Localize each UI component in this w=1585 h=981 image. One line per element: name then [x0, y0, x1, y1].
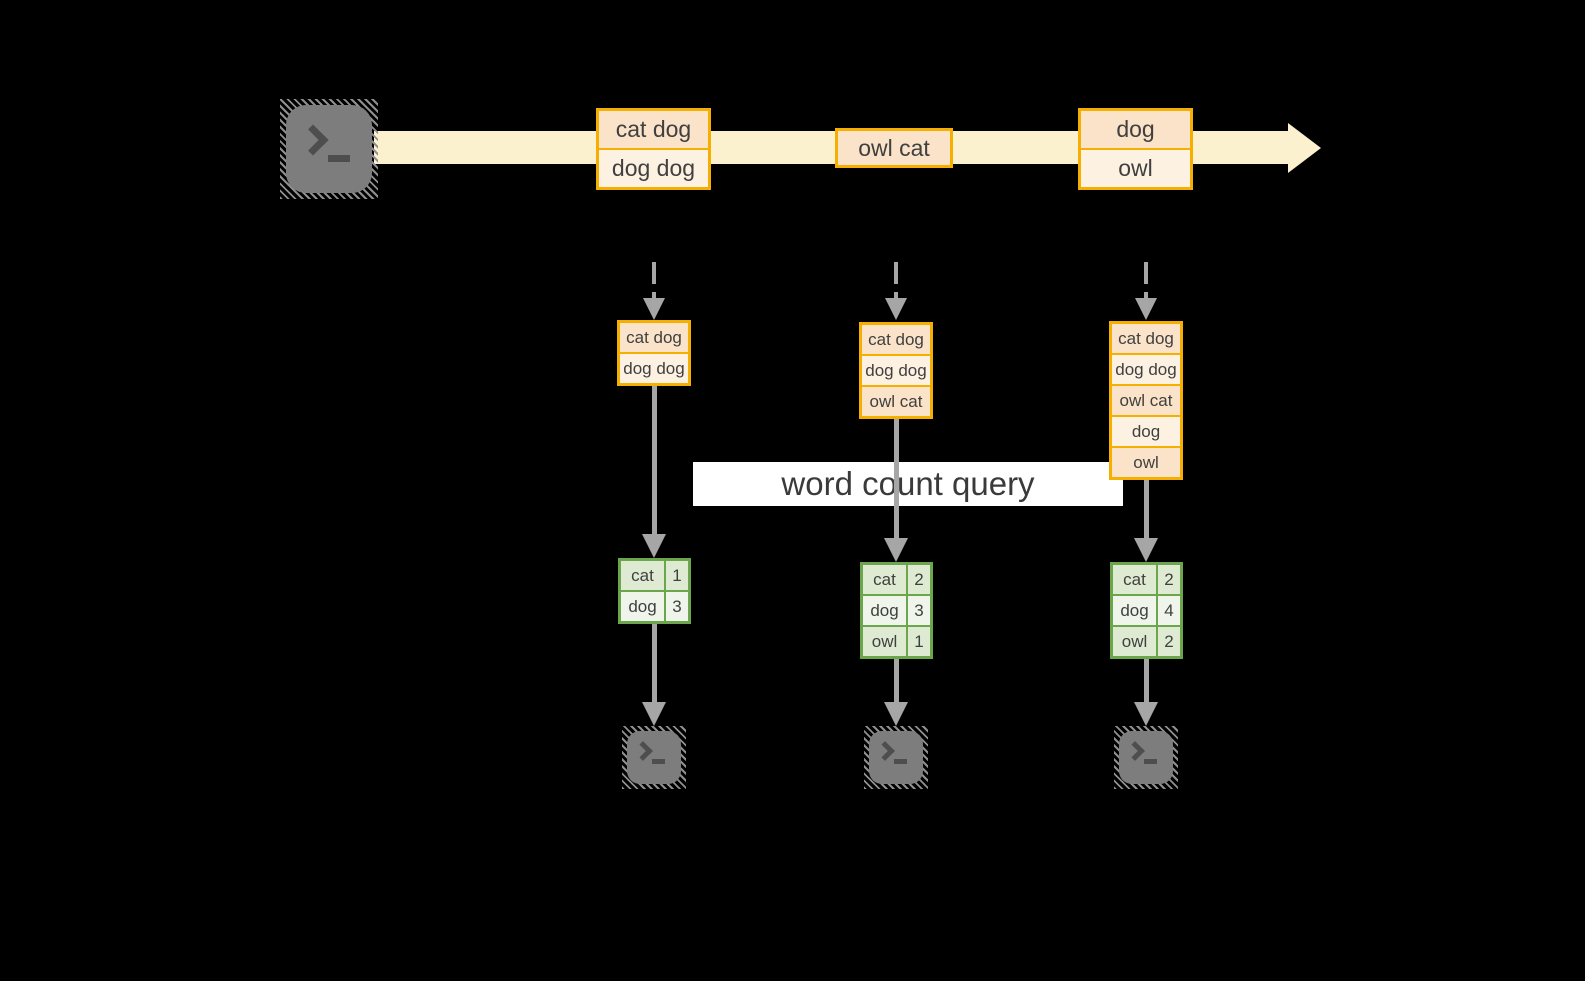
state-row: owl [1112, 446, 1180, 477]
dashed-arrow-line [1144, 262, 1148, 298]
connector-line [894, 659, 899, 702]
prompt-chevron-icon [875, 741, 895, 761]
terminal-body [286, 105, 372, 193]
count-cell: 2 [906, 565, 930, 594]
prompt-chevron-icon [297, 124, 329, 156]
state-box-1: cat dog dog dog [617, 320, 691, 386]
count-cell: 1 [906, 627, 930, 656]
result-row: dog 4 [1113, 594, 1180, 625]
message-row: cat dog [599, 111, 708, 148]
message-box-3: dog owl [1078, 108, 1193, 190]
arrowhead-icon [642, 534, 666, 558]
state-row: dog dog [620, 352, 688, 383]
count-cell: 2 [1156, 565, 1180, 594]
query-banner-label: word count query [781, 465, 1035, 502]
query-banner: word count query [693, 462, 1123, 506]
message-row: dog dog [599, 148, 708, 187]
connector-line [652, 624, 657, 702]
word-cell: owl [1113, 627, 1156, 656]
count-cell: 2 [1156, 627, 1180, 656]
count-cell: 3 [906, 596, 930, 625]
state-row: dog dog [1112, 353, 1180, 384]
terminal-body [1119, 731, 1173, 784]
word-cell: dog [621, 592, 664, 621]
word-cell: cat [621, 561, 664, 590]
message-box-2: owl cat [835, 128, 953, 168]
word-cell: cat [1113, 565, 1156, 594]
arrowhead-icon [1134, 538, 1158, 562]
terminal-body [869, 731, 923, 784]
state-box-2: cat dog dog dog owl cat [859, 322, 933, 419]
word-cell: owl [863, 627, 906, 656]
result-row: owl 2 [1113, 625, 1180, 656]
state-row: owl cat [862, 385, 930, 416]
terminal-icon [622, 726, 686, 789]
state-row: cat dog [620, 323, 688, 352]
result-table-3: cat 2 dog 4 owl 2 [1110, 562, 1183, 659]
terminal-icon [864, 726, 928, 789]
arrowhead-icon [884, 702, 908, 726]
prompt-chevron-icon [633, 741, 653, 761]
result-row: cat 2 [863, 565, 930, 594]
result-table-1: cat 1 dog 3 [618, 558, 691, 624]
result-table-2: cat 2 dog 3 owl 1 [860, 562, 933, 659]
message-row: owl cat [838, 131, 950, 165]
state-box-3: cat dog dog dog owl cat dog owl [1109, 321, 1183, 480]
count-cell: 1 [664, 561, 688, 590]
dashed-arrow-line [894, 262, 898, 298]
count-cell: 3 [664, 592, 688, 621]
result-row: owl 1 [863, 625, 930, 656]
message-box-1: cat dog dog dog [596, 108, 711, 190]
message-row: dog [1081, 111, 1190, 148]
result-row: dog 3 [621, 590, 688, 621]
terminal-icon [1114, 726, 1178, 789]
prompt-underscore-icon [1144, 759, 1157, 764]
prompt-chevron-icon [1125, 741, 1145, 761]
dashed-arrowhead-icon [643, 298, 665, 320]
count-cell: 4 [1156, 596, 1180, 625]
state-row: cat dog [862, 325, 930, 354]
result-row: cat 2 [1113, 565, 1180, 594]
word-cell: dog [863, 596, 906, 625]
word-cell: cat [863, 565, 906, 594]
terminal-body [627, 731, 681, 784]
connector-line [1144, 480, 1149, 540]
dashed-arrow-line [652, 262, 656, 298]
dashed-arrowhead-icon [885, 298, 907, 320]
word-cell: dog [1113, 596, 1156, 625]
result-row: cat 1 [621, 561, 688, 590]
state-row: dog [1112, 415, 1180, 446]
prompt-underscore-icon [894, 759, 907, 764]
state-row: dog dog [862, 354, 930, 385]
arrowhead-icon [1134, 702, 1158, 726]
state-row: cat dog [1112, 324, 1180, 353]
arrowhead-icon [642, 702, 666, 726]
prompt-underscore-icon [328, 155, 350, 162]
connector-line [894, 419, 899, 540]
message-row: owl [1081, 148, 1190, 187]
connector-line [652, 386, 657, 536]
dashed-arrowhead-icon [1135, 298, 1157, 320]
prompt-underscore-icon [652, 759, 665, 764]
connector-line [1144, 659, 1149, 702]
state-row: owl cat [1112, 384, 1180, 415]
stream-arrowhead-icon [1288, 123, 1321, 173]
result-row: dog 3 [863, 594, 930, 625]
terminal-icon [280, 99, 378, 199]
arrowhead-icon [884, 538, 908, 562]
